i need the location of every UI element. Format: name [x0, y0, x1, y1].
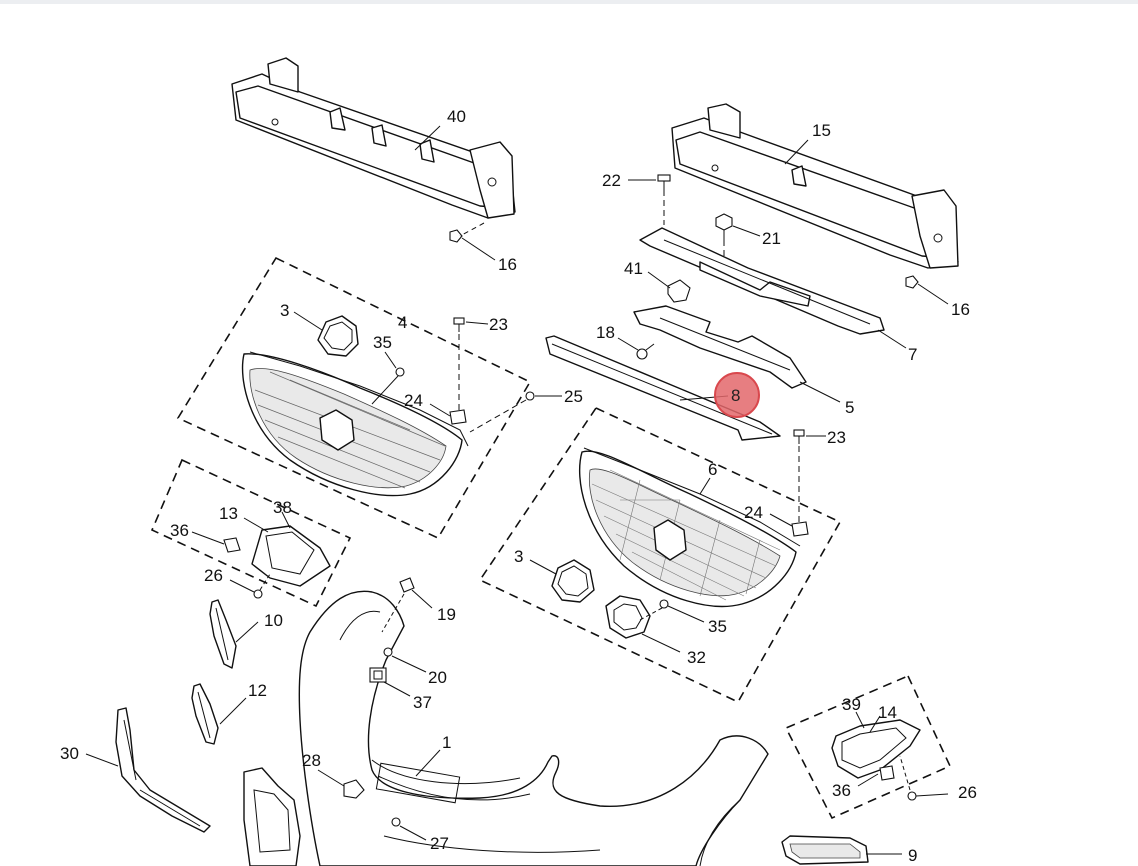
callout-1[interactable]: 1 — [442, 733, 451, 752]
trim-strip-8[interactable] — [545, 335, 781, 441]
callout-23-left[interactable]: 23 — [489, 315, 508, 334]
callout-40[interactable]: 40 — [447, 107, 466, 126]
callout-36-right[interactable]: 36 — [832, 781, 851, 800]
callout-26-left[interactable]: 26 — [204, 566, 223, 585]
nut-24-left[interactable] — [449, 409, 467, 425]
nut-16-left[interactable] — [449, 229, 463, 243]
clip-36-right[interactable] — [879, 765, 895, 781]
callout-3-right[interactable]: 3 — [514, 547, 523, 566]
callout-9[interactable]: 9 — [908, 846, 917, 865]
callout-38[interactable]: 38 — [273, 498, 292, 517]
callout-26-right[interactable]: 26 — [958, 783, 977, 802]
callout-22[interactable]: 22 — [602, 171, 621, 190]
callout-28[interactable]: 28 — [302, 751, 321, 770]
callout-14[interactable]: 14 — [878, 703, 897, 722]
screw-35-left[interactable] — [395, 367, 405, 377]
callout-39[interactable]: 39 — [842, 695, 861, 714]
bolt-23-left[interactable] — [453, 317, 465, 332]
reinforcement-beam-15[interactable] — [671, 103, 959, 269]
callout-16-right[interactable]: 16 — [951, 300, 970, 319]
callout-23-right[interactable]: 23 — [827, 428, 846, 447]
callout-27[interactable]: 27 — [430, 834, 449, 853]
callout-32[interactable]: 32 — [687, 648, 706, 667]
assembly-box-6 — [478, 406, 842, 704]
callout-20[interactable]: 20 — [428, 668, 447, 687]
callout-24-right[interactable]: 24 — [744, 503, 763, 522]
assembly-box-38 — [150, 458, 352, 608]
callout-36-left[interactable]: 36 — [170, 521, 189, 540]
lower-bracket-5[interactable] — [633, 305, 807, 389]
cap-28[interactable] — [343, 779, 365, 799]
clip-36-left[interactable] — [223, 537, 241, 553]
emblem-bracket-32[interactable] — [605, 595, 651, 639]
bumper-cover-1[interactable] — [298, 590, 769, 866]
emblem-3-right[interactable] — [551, 559, 595, 603]
callout-3-left[interactable]: 3 — [280, 301, 289, 320]
callout-4[interactable]: 4 — [398, 313, 407, 332]
upper-bracket-7[interactable] — [639, 227, 885, 335]
highlight-marker-8[interactable] — [714, 372, 760, 418]
air-duct-lower-left[interactable] — [243, 767, 301, 866]
side-strip-30[interactable] — [115, 707, 211, 833]
callout-30[interactable]: 30 — [60, 744, 79, 763]
callout-35-right[interactable]: 35 — [708, 617, 727, 636]
screw-26-left[interactable] — [253, 589, 263, 599]
bolt-22[interactable] — [657, 174, 671, 190]
callout-18[interactable]: 18 — [596, 323, 615, 342]
nut-24-right[interactable] — [791, 521, 809, 537]
bracket-13[interactable] — [251, 525, 331, 587]
emblem-3-left[interactable] — [317, 315, 359, 357]
callout-37[interactable]: 37 — [413, 693, 432, 712]
fog-lamp-cover-9[interactable] — [781, 835, 869, 865]
callout-13[interactable]: 13 — [219, 504, 238, 523]
reinforcement-beam-40[interactable] — [231, 57, 516, 219]
reflector-10[interactable] — [209, 599, 237, 669]
nut-20[interactable] — [383, 647, 393, 657]
clip-41[interactable] — [667, 279, 691, 303]
screw-35-right[interactable] — [659, 599, 669, 609]
screw-27[interactable] — [391, 817, 401, 827]
bracket-14[interactable] — [831, 719, 921, 779]
assembly-box-4 — [176, 256, 532, 540]
callout-24-left[interactable]: 24 — [404, 391, 423, 410]
screw-18[interactable] — [636, 343, 655, 360]
bolt-23-right[interactable] — [793, 429, 805, 444]
bracket-19[interactable] — [399, 577, 415, 593]
callout-12[interactable]: 12 — [248, 681, 267, 700]
callout-19[interactable]: 19 — [437, 605, 456, 624]
trim-12[interactable] — [191, 683, 219, 745]
callout-25[interactable]: 25 — [564, 387, 583, 406]
clip-37[interactable] — [369, 667, 387, 683]
nut-16-right[interactable] — [905, 275, 919, 289]
callout-41[interactable]: 41 — [624, 259, 643, 278]
callout-5[interactable]: 5 — [845, 398, 854, 417]
callout-16-left[interactable]: 16 — [498, 255, 517, 274]
callout-8[interactable]: 8 — [731, 386, 740, 405]
bolt-21[interactable] — [715, 213, 733, 240]
window-top-strip — [0, 0, 1138, 4]
callout-7[interactable]: 7 — [908, 345, 917, 364]
grille-6[interactable] — [578, 447, 801, 608]
grille-4[interactable] — [241, 351, 469, 497]
callout-35-left[interactable]: 35 — [373, 333, 392, 352]
callout-15[interactable]: 15 — [812, 121, 831, 140]
screw-25[interactable] — [525, 391, 535, 401]
callout-6[interactable]: 6 — [708, 460, 717, 479]
assembly-box-39 — [784, 674, 952, 820]
screw-26-right[interactable] — [907, 791, 917, 801]
callout-10[interactable]: 10 — [264, 611, 283, 630]
callout-21[interactable]: 21 — [762, 229, 781, 248]
